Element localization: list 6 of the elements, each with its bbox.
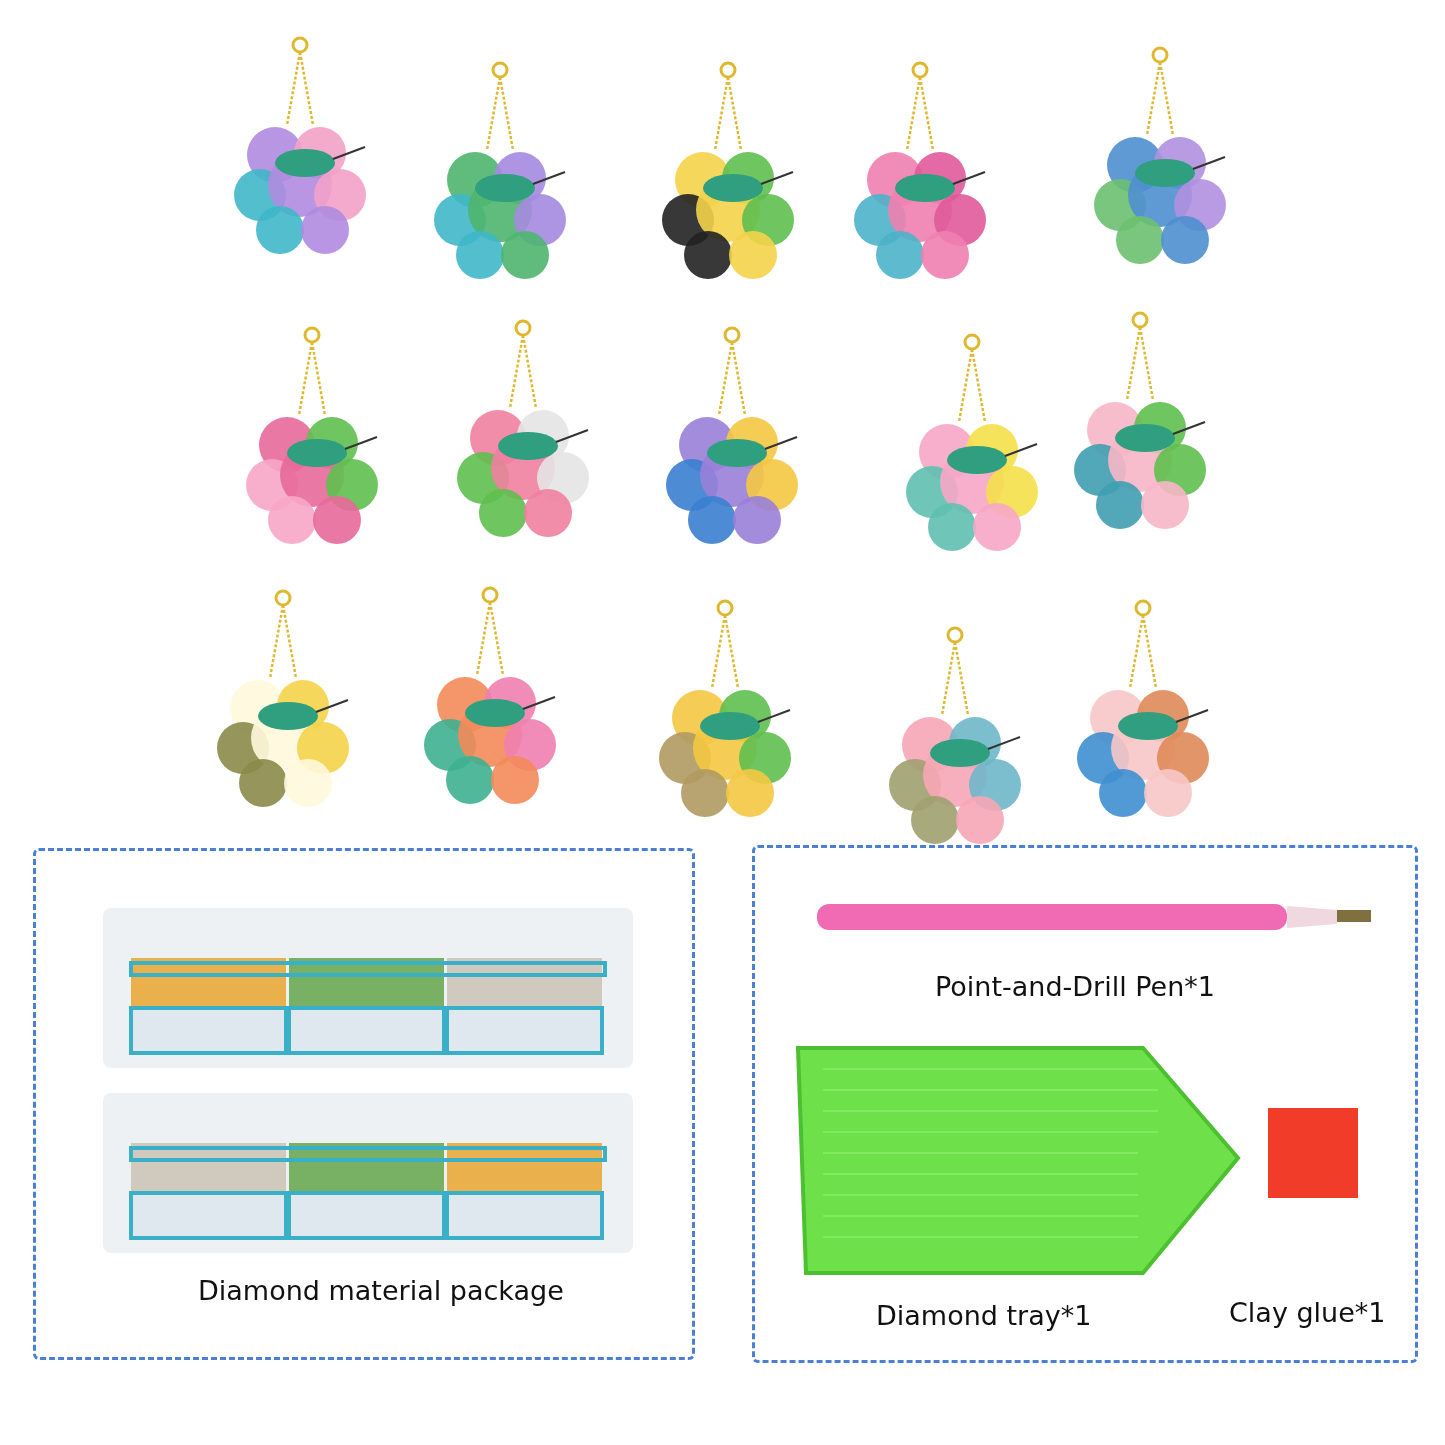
node-label: Diamond material package [198, 1275, 564, 1306]
node-label: Clay glue*1 [1229, 1297, 1386, 1328]
node-label: Point-and-Drill Pen*1 [935, 971, 1216, 1002]
node-label: Diamond tray*1 [876, 1300, 1092, 1331]
dashed-frame [752, 845, 1418, 1363]
dashed-frame [33, 848, 695, 1360]
